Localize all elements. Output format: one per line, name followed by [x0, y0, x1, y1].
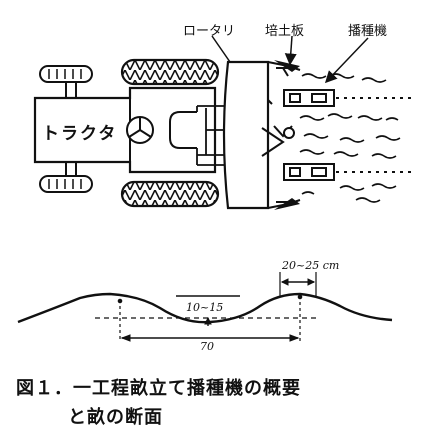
depth-dimension: 10~15 [186, 301, 224, 314]
rotary-leader [211, 35, 231, 63]
rotary-unit [222, 60, 270, 210]
top-width-dimension: 20~25 cm [282, 259, 340, 272]
ridge-cross-section [17, 272, 393, 342]
ridging-board-label: 培土板 [265, 24, 305, 39]
steering-wheel-icon [126, 116, 154, 144]
front-wheel-bottom [39, 175, 93, 193]
soil-ridge-marks [299, 73, 401, 203]
front-wheel-top [39, 65, 93, 83]
seeder-unit-top [283, 89, 335, 107]
seeder-leader [324, 37, 369, 84]
seeder-label: 播種機 [348, 24, 388, 39]
rear-wheel-bottom [120, 180, 220, 208]
tractor-label: トラクタ [42, 124, 118, 144]
seeder-unit-bottom [283, 163, 335, 181]
rotary-label: ロータリ [183, 24, 236, 39]
spacing-dimension: 70 [200, 340, 214, 353]
board-leader [284, 35, 297, 66]
figure-caption-line2: と畝の断面 [68, 407, 163, 428]
figure-caption-line1: 図１．一工程畝立て播種機の概要 [16, 378, 301, 399]
rear-wheel-top [120, 58, 220, 86]
